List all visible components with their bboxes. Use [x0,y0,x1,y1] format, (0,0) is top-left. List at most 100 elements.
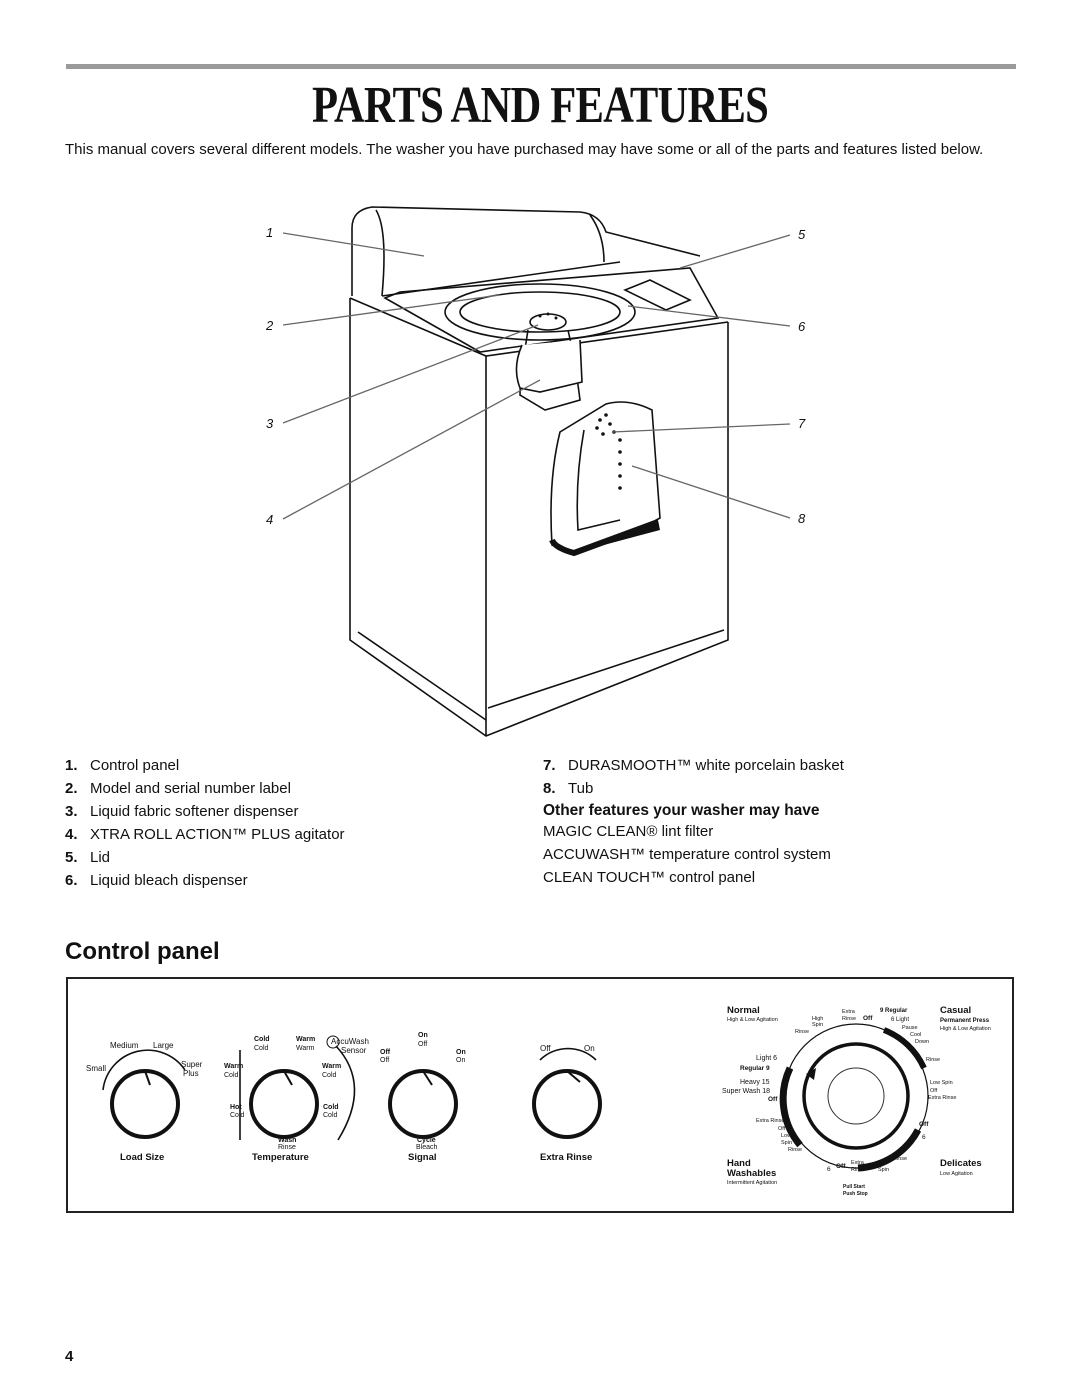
svg-text:Low Spin: Low Spin [930,1080,953,1086]
svg-text:Heavy 15: Heavy 15 [740,1079,770,1086]
svg-text:Permanent Press: Permanent Press [940,1018,990,1024]
extra-rinse-knob[interactable] [532,1069,602,1139]
load-size-option: Super [181,1060,203,1069]
svg-text:Rinse: Rinse [795,1029,809,1035]
temperature-label: Temperature [252,1152,309,1163]
svg-text:Intermittent Agitation: Intermittent Agitation [727,1180,777,1186]
svg-text:On: On [456,1057,465,1064]
svg-text:Warm: Warm [224,1063,243,1070]
svg-text:On: On [584,1044,595,1053]
svg-text:Cold: Cold [322,1072,337,1079]
svg-text:Rinse: Rinse [788,1147,802,1153]
svg-text:Spin: Spin [781,1140,792,1146]
svg-text:9 Regular: 9 Regular [880,1008,908,1014]
svg-text:Rinse: Rinse [851,1167,865,1173]
svg-text:Pull Start: Pull Start [843,1184,865,1190]
svg-text:Cold: Cold [254,1045,269,1052]
signal-knob[interactable] [388,1069,458,1139]
svg-text:Rinse: Rinse [926,1057,940,1063]
svg-text:6 Light: 6 Light [891,1017,909,1023]
list-item: 5.Lid [65,849,111,866]
list-item: 8.Tub [543,780,594,797]
list-item: ACCUWASH™ temperature control system [543,846,831,863]
svg-text:Sensor: Sensor [341,1046,367,1055]
svg-text:High: High [812,1016,823,1022]
list-item: 2.Model and serial number label [65,780,291,797]
temperature-knob[interactable] [249,1069,319,1139]
svg-text:Off: Off [930,1088,938,1094]
page-number: 4 [65,1348,74,1365]
svg-text:Warm: Warm [322,1063,341,1070]
svg-text:High & Low Agitation: High & Low Agitation [727,1017,778,1023]
svg-text:Delicates: Delicates [940,1158,982,1169]
svg-text:Low: Low [878,1160,888,1166]
svg-text:Warm: Warm [296,1045,315,1052]
washer-illustration: 1 2 3 4 5 6 7 8 [265,206,806,737]
svg-text:Cold: Cold [254,1036,270,1043]
callout-1: 1 [266,225,273,240]
svg-text:Bleach: Bleach [416,1144,438,1151]
load-size-label: Load Size [120,1152,164,1163]
svg-text:Casual: Casual [940,1005,971,1016]
svg-text:Hand: Hand [727,1158,751,1169]
svg-text:Off: Off [768,1096,778,1103]
control-panel-heading: Control panel [65,938,220,965]
svg-text:Pause: Pause [902,1025,918,1031]
svg-text:Spin: Spin [878,1167,889,1173]
thermometer-icon [326,1035,340,1049]
svg-text:Rinse: Rinse [278,1144,296,1151]
load-size-option: Small [86,1064,106,1073]
load-size-option: Plus [183,1069,199,1078]
svg-text:Down: Down [915,1039,929,1045]
svg-text:Rinse: Rinse [893,1156,907,1162]
other-features-heading: Other features your washer may have [543,802,820,819]
callout-5: 5 [798,227,806,242]
svg-text:Off: Off [418,1041,427,1048]
callout-3: 3 [266,416,274,431]
svg-text:6: 6 [827,1166,831,1173]
list-item: 1.Control panel [65,757,180,774]
svg-text:Cold: Cold [224,1072,239,1079]
svg-text:Hot: Hot [230,1104,242,1111]
svg-text:Push Stop: Push Stop [843,1191,868,1197]
list-item: CLEAN TOUCH™ control panel [543,869,756,886]
svg-text:Washables: Washables [727,1168,776,1179]
control-panel-svg: .t { font-family: "Liberation Sans", san… [86,1005,991,1197]
svg-text:Cold: Cold [323,1112,338,1119]
svg-text:Normal: Normal [727,1005,760,1016]
list-item: 3.Liquid fabric softener dispenser [65,803,299,820]
svg-text:Warm: Warm [296,1036,315,1043]
svg-text:Off: Off [869,1164,877,1170]
svg-text:On: On [456,1049,466,1056]
svg-text:Low Agitation: Low Agitation [940,1171,973,1177]
other-features-list: MAGIC CLEAN® lint filter ACCUWASH™ tempe… [543,820,831,889]
svg-text:Extra Rinse: Extra Rinse [928,1095,956,1101]
cycle-dial-knob[interactable] [802,1042,910,1150]
svg-text:Cold: Cold [323,1104,339,1111]
svg-text:Regular 9: Regular 9 [740,1065,770,1072]
svg-text:Off: Off [380,1049,391,1056]
list-item: 6.Liquid bleach dispenser [65,872,248,889]
svg-text:Cold: Cold [230,1112,245,1119]
svg-text:Rinse: Rinse [842,1016,856,1022]
svg-text:Extra Rinse: Extra Rinse [756,1118,784,1124]
svg-text:Super Wash 18: Super Wash 18 [722,1088,770,1095]
page-title: PARTS AND FEATURES [311,77,769,134]
parts-list-left: 1.Control panel 2.Model and serial numbe… [65,754,345,892]
svg-text:Wash: Wash [278,1137,296,1144]
svg-text:On: On [418,1032,428,1039]
svg-text:Extra: Extra [851,1160,865,1166]
svg-text:Off: Off [863,1015,873,1022]
load-size-knob[interactable] [110,1069,180,1139]
svg-text:Spin: Spin [812,1022,823,1028]
svg-text:AccuWash: AccuWash [331,1037,369,1046]
parts-list-right: 7.DURASMOOTH™ white porcelain basket 8.T… [543,754,844,800]
load-size-option: Large [153,1041,174,1050]
list-item: 7.DURASMOOTH™ white porcelain basket [543,757,844,774]
callout-4: 4 [266,512,273,527]
header-rule [66,64,1016,69]
svg-text:6: 6 [922,1134,926,1141]
list-item: MAGIC CLEAN® lint filter [543,823,714,840]
svg-text:Cool: Cool [910,1032,921,1038]
svg-text:Off: Off [540,1044,551,1053]
